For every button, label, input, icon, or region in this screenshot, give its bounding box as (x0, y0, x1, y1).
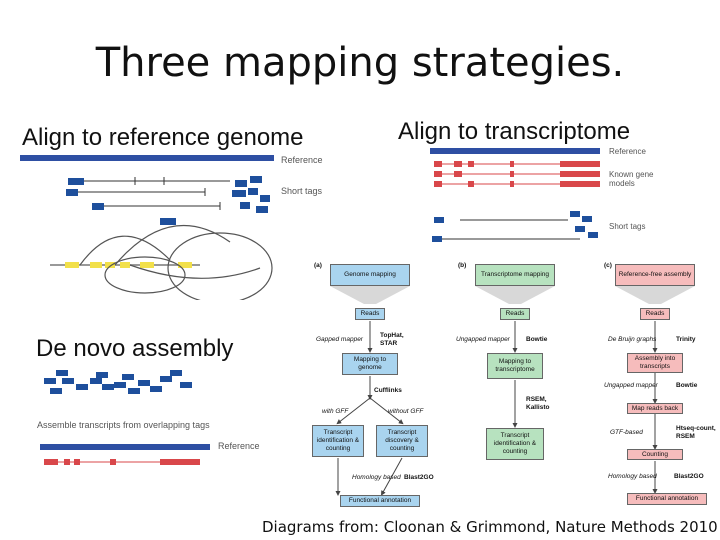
flow-a-blast: Blast2GO (404, 474, 434, 481)
flow-a-homology: Homology based (352, 474, 401, 481)
flow-a-tid-counting: Transcript identification & counting (312, 425, 364, 457)
denovo-reference-bar (40, 444, 210, 450)
flowchart-arrows (330, 286, 695, 496)
flow-c-assembly: Assembly into transcripts (627, 353, 683, 373)
flow-b-ungapped-mapper: Ungapped mapper (456, 336, 510, 343)
figure-credit: Diagrams from: Cloonan & Grimmond, Natur… (262, 518, 718, 536)
flow-b-letter: (b) (458, 262, 467, 269)
flow-b-reads: Reads (500, 308, 530, 320)
flow-c-gtf-based: GTF-based (610, 429, 643, 436)
genome-short-tags (66, 176, 270, 225)
flow-c-header: Reference-free assembly (615, 264, 695, 286)
genome-reference-bar (20, 155, 274, 161)
slide-title: Three mapping strategies. (95, 40, 625, 86)
known-models-label: Known gene models (609, 170, 654, 188)
flow-c-map-back: Map reads back (627, 403, 683, 414)
flow-a-functional: Functional annotation (340, 495, 420, 507)
flow-c-blast: Blast2GO (674, 473, 704, 480)
flow-c-counting: Counting (627, 449, 683, 460)
transcriptome-short-tags-label: Short tags (609, 222, 646, 231)
denovo-reference-label: Reference (218, 441, 260, 451)
flowchart-figure: (a) Genome mapping Reads Gapped mapper T… (310, 258, 716, 512)
flow-c-homology: Homology based (608, 473, 657, 480)
flow-a-tools1: TopHat, STAR (380, 332, 404, 347)
genome-splice-arcs (79, 224, 273, 300)
genome-short-tags-label: Short tags (281, 186, 323, 196)
flow-a-header: Genome mapping (330, 264, 410, 286)
transcriptome-alignment-diagram (430, 148, 600, 242)
denovo-panel-heading: De novo assembly (36, 335, 234, 362)
transcriptome-panel-heading: Align to transcriptome (398, 118, 631, 145)
genome-gapped-links (78, 177, 230, 210)
flow-b-tools1: Bowtie (526, 336, 548, 343)
flow-a-letter: (a) (314, 262, 322, 269)
genome-exons (65, 262, 192, 268)
genome-alignment-diagram (20, 155, 274, 300)
denovo-assemble-label: Assemble transcripts from overlapping ta… (37, 420, 210, 430)
flow-c-tools1: Trinity (676, 336, 696, 343)
flow-a-cufflinks: Cufflinks (374, 387, 402, 394)
flow-c-ungapped-mapper: Ungapped mapper (604, 382, 658, 389)
denovo-overlapping-tags (44, 370, 192, 394)
flow-a-gapped-mapper: Gapped mapper (316, 336, 363, 343)
flow-b-tools2: RSEM, Kallisto (526, 396, 550, 411)
transcriptome-short-tags (432, 211, 598, 242)
flow-a-reads: Reads (355, 308, 385, 320)
transcriptome-reference-bar (430, 148, 600, 154)
flow-c-reads: Reads (640, 308, 670, 320)
genome-reference-label: Reference (281, 155, 323, 165)
flow-a-mapping: Mapping to genome (342, 353, 398, 375)
flow-b-header: Transcriptome mapping (475, 264, 555, 286)
flow-c-letter: (c) (604, 262, 612, 269)
genome-panel-heading: Align to reference genome (22, 124, 304, 151)
flow-a-without-gff: without GFF (388, 408, 424, 415)
transcriptome-reference-label: Reference (609, 147, 646, 156)
flow-c-tools3: Htseq-count, RSEM (676, 425, 716, 440)
flow-b-mapping: Mapping to transcriptome (487, 353, 543, 379)
flow-c-functional: Functional annotation (627, 493, 707, 505)
denovo-diagram (40, 370, 210, 465)
flow-b-tid-counting: Transcript identification & counting (486, 428, 544, 460)
flow-c-tools2: Bowtie (676, 382, 698, 389)
flow-a-with-gff: with GFF (322, 408, 349, 415)
flow-a-tdisc-counting: Transcript discovery & counting (376, 425, 428, 457)
flow-c-de-bruijn: De Bruijn graphs (608, 336, 657, 343)
